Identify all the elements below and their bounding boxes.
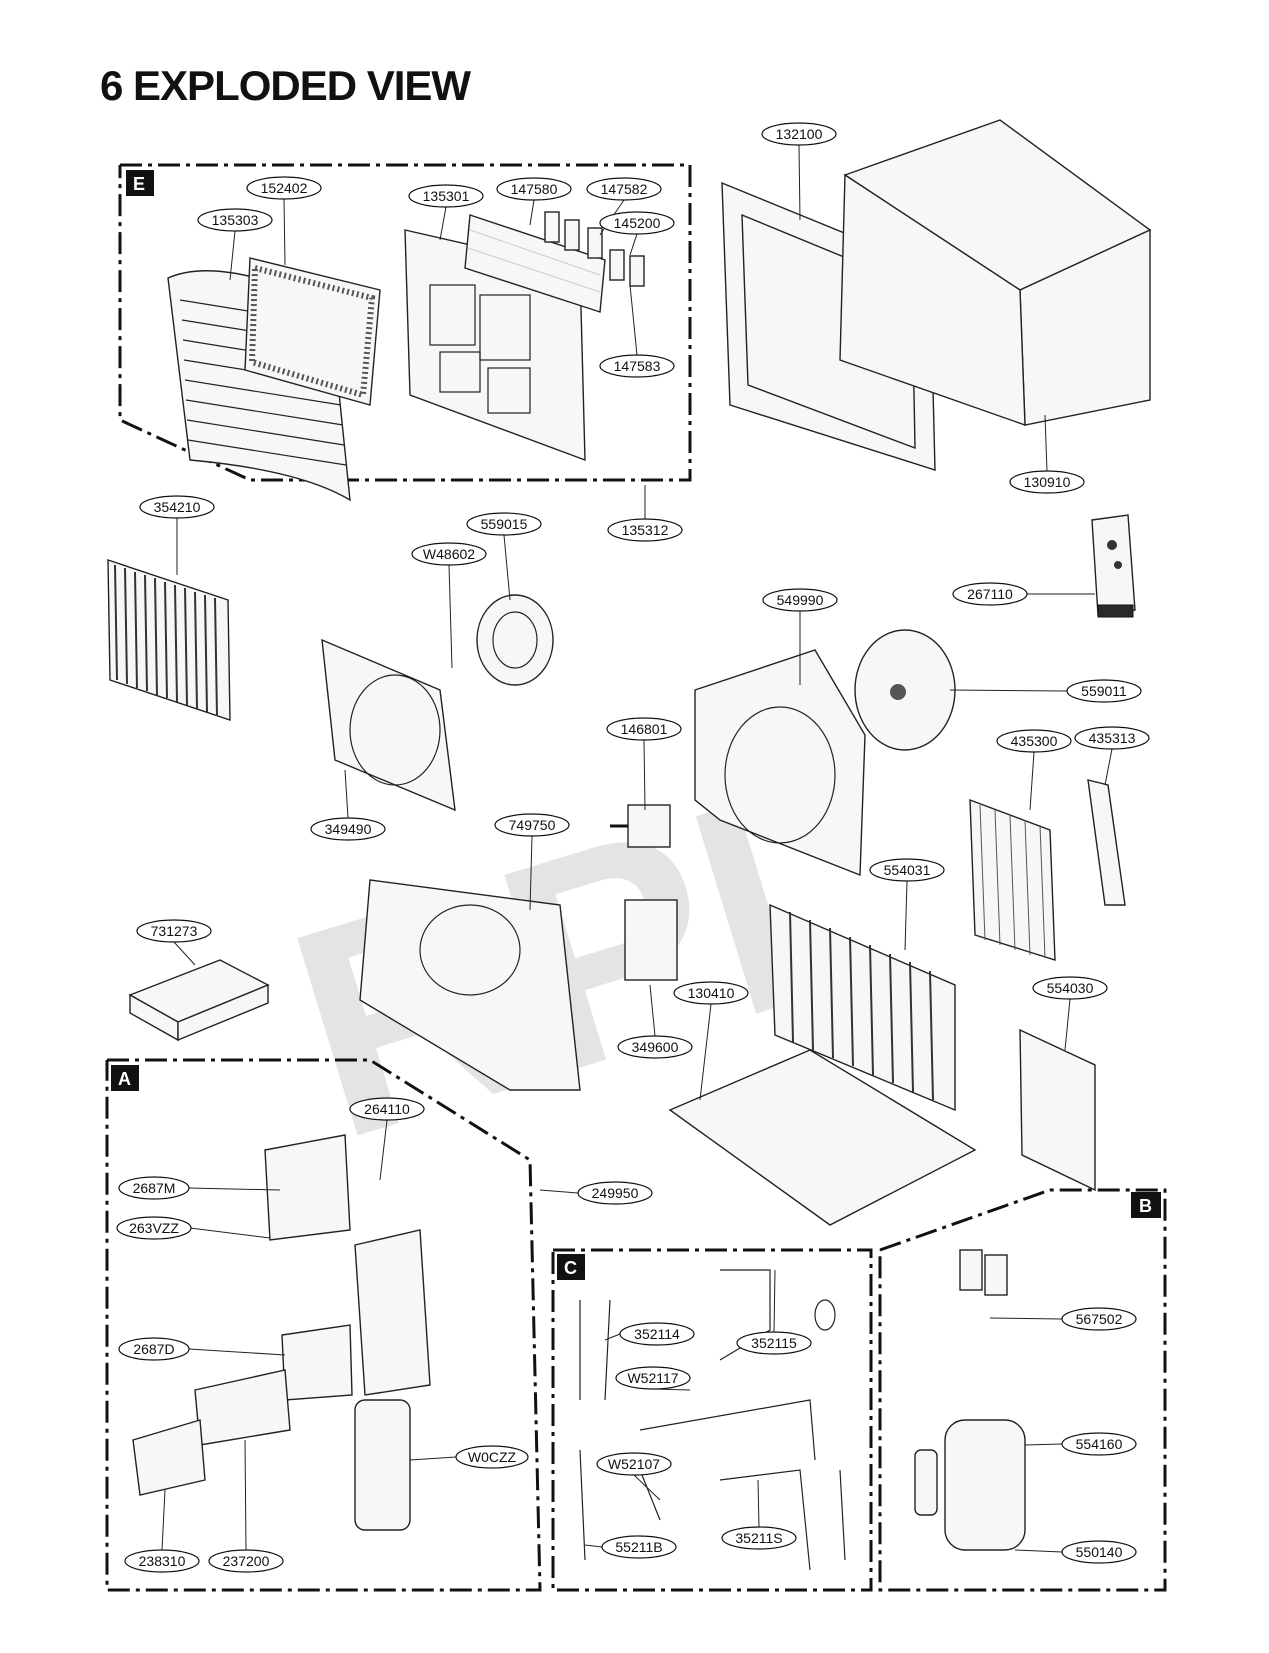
- air-filter: [244, 257, 381, 406]
- blower-housing: [321, 638, 456, 812]
- fan-motor: [610, 804, 671, 848]
- svg-text:145200: 145200: [614, 215, 661, 231]
- svg-text:35211S: 35211S: [735, 1530, 782, 1546]
- svg-text:A: A: [118, 1069, 131, 1089]
- blower-wheel: [476, 594, 554, 686]
- compressor-assembly: [914, 1249, 1026, 1551]
- section-e-badge: E: [126, 170, 154, 196]
- svg-text:567502: 567502: [1076, 1311, 1123, 1327]
- page-title: 6 EXPLODED VIEW: [100, 62, 471, 109]
- base-pan-front: [359, 879, 581, 1091]
- section-c-frame: [551, 1248, 873, 1592]
- svg-text:147583: 147583: [614, 358, 661, 374]
- svg-text:731273: 731273: [151, 923, 198, 939]
- remote-control: [1091, 514, 1136, 618]
- svg-text:352115: 352115: [751, 1335, 797, 1351]
- svg-text:146801: 146801: [621, 721, 668, 737]
- svg-text:749750: 749750: [509, 817, 556, 833]
- svg-text:263VZZ: 263VZZ: [129, 1220, 179, 1236]
- svg-text:W0CZZ: W0CZZ: [468, 1449, 517, 1465]
- svg-text:55211B: 55211B: [615, 1539, 662, 1555]
- svg-text:264110: 264110: [364, 1101, 410, 1117]
- svg-text:559011: 559011: [1081, 683, 1127, 699]
- base-pan: [668, 1049, 977, 1226]
- svg-text:554031: 554031: [884, 862, 931, 878]
- svg-text:135301: 135301: [423, 188, 470, 204]
- svg-text:238310: 238310: [139, 1553, 186, 1569]
- svg-text:W52107: W52107: [608, 1456, 660, 1472]
- svg-text:349490: 349490: [325, 821, 372, 837]
- fan-shroud: [694, 649, 866, 877]
- svg-text:C: C: [564, 1258, 577, 1278]
- svg-text:132100: 132100: [776, 126, 823, 142]
- condenser-coil: [769, 903, 956, 1112]
- svg-text:W52117: W52117: [627, 1370, 678, 1386]
- section-b-badge: B: [1131, 1192, 1161, 1218]
- section-e-frame: [118, 163, 692, 482]
- svg-text:135312: 135312: [622, 522, 669, 538]
- svg-text:435300: 435300: [1011, 733, 1058, 749]
- svg-text:550140: 550140: [1076, 1544, 1123, 1560]
- svg-text:349600: 349600: [632, 1039, 679, 1055]
- svg-text:559015: 559015: [481, 516, 528, 532]
- svg-text:147580: 147580: [511, 181, 558, 197]
- svg-text:B: B: [1139, 1196, 1152, 1216]
- svg-text:554030: 554030: [1047, 980, 1094, 996]
- svg-text:W48602: W48602: [423, 546, 475, 562]
- svg-text:135303: 135303: [212, 212, 259, 228]
- svg-text:549990: 549990: [777, 592, 824, 608]
- section-c-badge: C: [557, 1254, 585, 1280]
- condenser-coil-small: [107, 559, 231, 721]
- svg-text:249950: 249950: [592, 1185, 639, 1201]
- svg-text:152402: 152402: [261, 180, 308, 196]
- motor-mount: [624, 899, 678, 981]
- louver-assembly: [464, 214, 606, 313]
- part-labels: 132100 152402 135301 147580 147582 13530…: [116, 122, 1150, 1573]
- svg-text:554160: 554160: [1076, 1436, 1123, 1452]
- packing-box: [128, 959, 270, 1042]
- refrigerant-piping: [579, 1269, 846, 1571]
- cabinet: [839, 119, 1152, 427]
- svg-text:267110: 267110: [967, 586, 1013, 602]
- side-panel: [1019, 1028, 1096, 1192]
- section-b-frame: [878, 1188, 1167, 1592]
- svg-text:237200: 237200: [223, 1553, 270, 1569]
- svg-text:2687D: 2687D: [133, 1341, 174, 1357]
- propeller-fan: [854, 629, 956, 751]
- svg-text:435313: 435313: [1089, 730, 1136, 746]
- svg-text:130410: 130410: [688, 985, 735, 1001]
- louver-clips: [544, 211, 645, 287]
- evaporator-coil: [969, 798, 1056, 961]
- svg-text:2687M: 2687M: [133, 1180, 176, 1196]
- control-box: [132, 1134, 431, 1531]
- side-bracket: [1087, 779, 1126, 906]
- svg-text:352114: 352114: [634, 1326, 680, 1342]
- svg-text:147582: 147582: [601, 181, 648, 197]
- svg-text:354210: 354210: [154, 499, 201, 515]
- section-a-badge: A: [111, 1065, 139, 1091]
- svg-text:130910: 130910: [1024, 474, 1071, 490]
- svg-text:E: E: [133, 174, 145, 194]
